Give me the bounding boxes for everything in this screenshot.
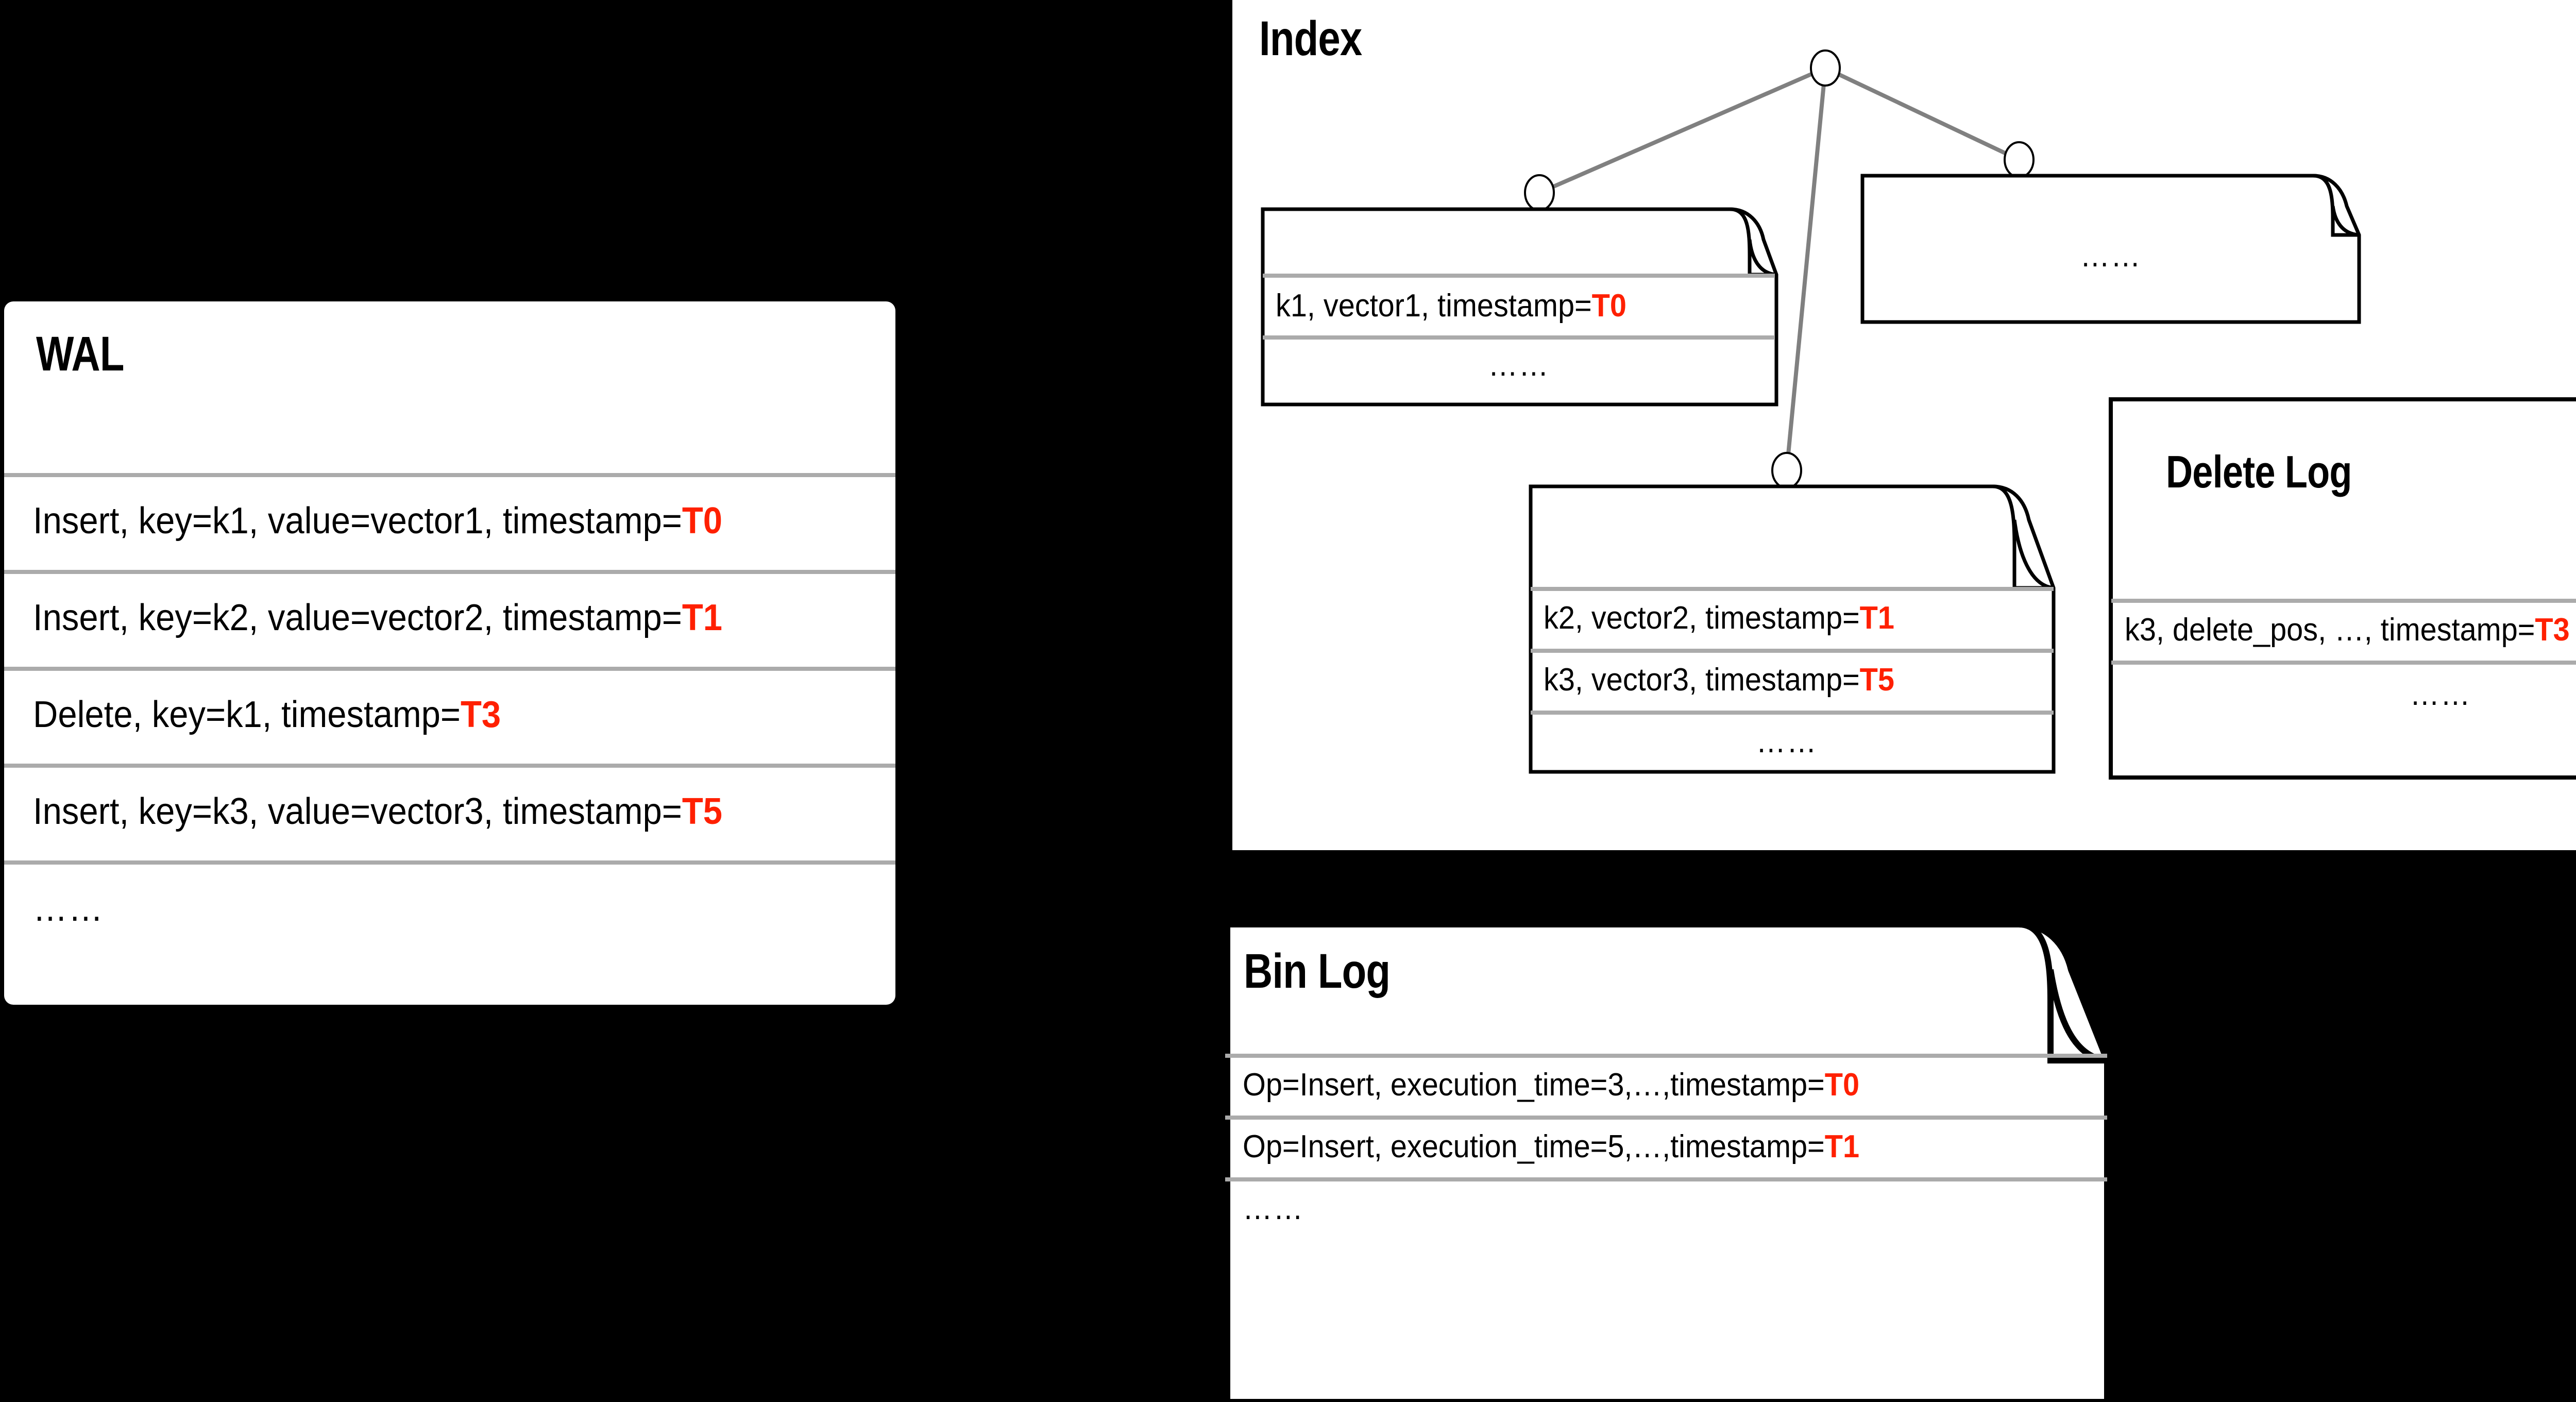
index-leaf-k2k3-separator [1531,711,2054,715]
delete-log-panel: Delete Log k3, delete_pos, …, timestamp=… [2109,397,2576,780]
delete-log-separator [2111,599,2576,603]
wal-row-text: Insert, key=k1, value=vector1, timestamp… [33,500,682,542]
index-leaf-ellipsis-row: …… [1878,240,2343,272]
wal-separator [4,473,895,477]
wal-row-timestamp: T5 [682,791,722,832]
delete-log-separator [2111,661,2576,665]
bin-log-row: Op=Insert, execution_time=5,…,timestamp=… [1243,1131,1859,1163]
index-leaf-k2k3-row: k3, vector3, timestamp=T5 [1544,664,1894,696]
index-leaf-k2k3: k2, vector2, timestamp=T1 k3, vector3, t… [1529,484,2056,774]
index-leaf-k2k3-row: …… [1547,726,2026,758]
index-leaf-k1-row: …… [1279,349,1758,381]
wal-panel: WAL Insert, key=k1, value=vector1, times… [4,301,895,1005]
wal-separator [4,764,895,768]
bin-log-separator [1225,1054,2107,1058]
index-leaf-k2k3-separator [1531,587,2054,591]
bin-log-row-text: Op=Insert, execution_time=5,…,timestamp= [1243,1129,1825,1164]
wal-row: Insert, key=k3, value=vector3, timestamp… [33,793,722,830]
index-title: Index [1259,11,1362,66]
delete-log-row: …… [2132,679,2576,711]
bin-log-row-text: …… [1243,1191,1304,1226]
wal-row: Insert, key=k2, value=vector2, timestamp… [33,599,722,636]
index-leaf-k1-separator [1263,335,1775,340]
wal-separator [4,667,895,671]
index-leaf-k2k3-separator [1531,649,2054,653]
wal-title: WAL [36,327,124,381]
index-leaf-ellipsis-row-text: …… [2080,238,2142,274]
delete-log-row: k3, delete_pos, …, timestamp=T3 [2125,614,2570,646]
wal-row: Delete, key=k1, timestamp=T3 [33,696,501,733]
bin-log-row-timestamp: T0 [1824,1067,1860,1103]
index-leaf-k1-row-text: k1, vector1, timestamp= [1276,288,1592,324]
bin-log-separator [1225,1116,2107,1120]
delete-log-shape [2109,397,2576,780]
delete-log-title: Delete Log [2166,446,2352,497]
index-leaf-k2k3-row-text: k2, vector2, timestamp= [1544,600,1860,636]
wal-row-timestamp: T3 [460,694,501,735]
index-leaf-k1-row-text: …… [1488,347,1550,383]
delete-log-row-text: k3, delete_pos, …, timestamp= [2125,612,2535,648]
bin-log-title: Bin Log [1244,944,1391,999]
wal-row: …… [33,890,104,927]
bin-log-panel: Bin Log Op=Insert, execution_time=3,…,ti… [1224,921,2225,1402]
bin-log-row: …… [1243,1193,1304,1225]
bin-log-shape [1224,921,2110,1402]
delete-log-row-text: …… [2410,677,2471,712]
bin-log-row-text: Op=Insert, execution_time=3,…,timestamp= [1243,1067,1825,1103]
bin-log-row-timestamp: T1 [1824,1129,1860,1164]
index-leaf-k1-shape [1261,207,1778,407]
bin-log-separator [1225,1177,2107,1181]
index-leaf-k1-row: k1, vector1, timestamp=T0 [1276,290,1626,322]
index-leaf-k2k3-row-timestamp: T1 [1859,600,1894,636]
delete-log-row-timestamp: T3 [2535,612,2570,648]
index-leaf-ellipsis-shape [1860,174,2361,324]
wal-row-text: Insert, key=k2, value=vector2, timestamp… [33,597,682,638]
wal-row-text: Insert, key=k3, value=vector3, timestamp… [33,791,682,832]
wal-row: Insert, key=k1, value=vector1, timestamp… [33,502,722,539]
index-leaf-k2k3-row-text: k3, vector3, timestamp= [1544,662,1860,698]
index-leaf-k2k3-row: k2, vector2, timestamp=T1 [1544,602,1894,634]
wal-row-text: Delete, key=k1, timestamp= [33,694,461,735]
index-leaf-ellipsis: …… [1860,174,2361,324]
index-leaf-k1: k1, vector1, timestamp=T0 …… [1261,207,1778,407]
wal-row-timestamp: T0 [682,500,722,542]
wal-separator [4,570,895,574]
index-leaf-k2k3-row-text: …… [1756,724,1818,759]
wal-separator [4,860,895,865]
index-leaf-k2k3-row-timestamp: T5 [1859,662,1894,698]
wal-row-text: …… [33,888,104,929]
index-leaf-k1-separator [1263,274,1775,278]
bin-log-row: Op=Insert, execution_time=3,…,timestamp=… [1243,1069,1859,1101]
index-leaf-k1-row-timestamp: T0 [1591,288,1626,324]
wal-row-timestamp: T1 [682,597,722,638]
